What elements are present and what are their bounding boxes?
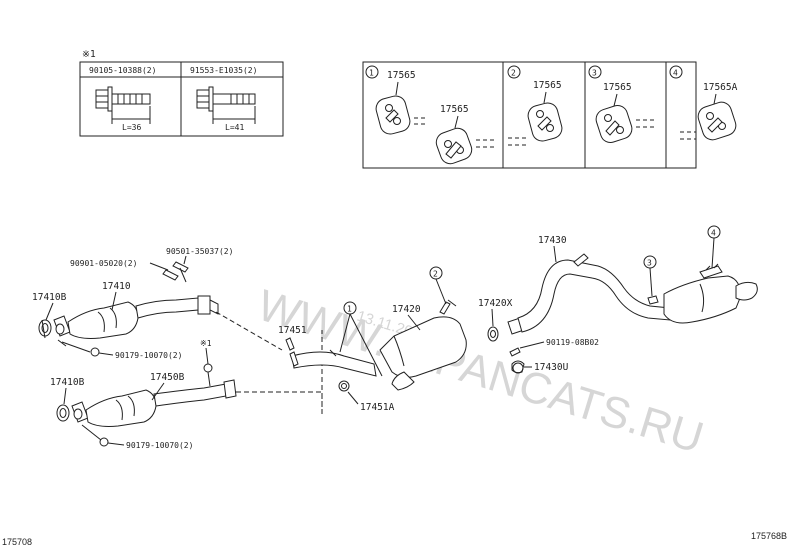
center-exhaust-pipe-17420 [289,299,467,392]
footer-right-code: 175768B [751,531,788,541]
hanger-ref-4: 4 [673,69,678,78]
callout-ref-1: 1 [347,305,352,314]
callout-17410B: 17410B [32,292,67,303]
callout-ref-2: 2 [433,270,438,279]
gasket-icon [285,337,295,351]
rubber-hanger-icon [699,265,723,279]
main-muffler-icon [663,275,741,324]
callout-90119-08B02: 90119-08B02 [546,338,599,347]
bolt-icon [162,269,179,281]
callout-90179-10070-top: 90179-10070(2) [115,351,182,360]
flange-icon [223,379,237,399]
flange-bolt-icon [95,86,151,124]
bolt-length-36: L=36 [122,123,141,132]
bolt-length-41: L=41 [225,123,244,132]
bolt-table-note: ※1 [82,49,96,60]
bolt-icon [172,261,189,273]
bolt-part-90105: 90105-10388(2) [89,66,156,75]
hanger-table: 1 17565 17565 2 17565 3 17565 [362,61,738,169]
catalytic-converter-icon [67,301,139,339]
callout-note-mark: ※1 [200,339,212,348]
tail-pipe-assembly-17430 [487,253,758,374]
rubber-hanger-icon [527,102,563,142]
hanger-label-17565A: 17565A [703,82,738,93]
rubber-hanger-icon [375,95,411,135]
bolt-part-91553: 91553-E1035(2) [190,66,257,75]
callout-17430: 17430 [538,235,567,246]
flange-bolt-icon [196,86,256,124]
bolt-icon [509,347,521,357]
hanger-label-17565: 17565 [387,70,416,81]
tail-tip-icon [735,281,758,301]
nut-icon [90,347,100,357]
callout-90901-05020: 90901-05020(2) [70,259,137,268]
callout-17451A: 17451A [360,402,395,413]
nut-icon [99,437,109,447]
rubber-hanger-icon [697,101,737,141]
hanger-label-17565: 17565 [533,80,562,91]
callout-90501-35037: 90501-35037(2) [166,247,233,256]
callout-17420: 17420 [392,304,421,315]
callout-17420X: 17420X [478,298,513,309]
flange-icon [197,295,211,315]
rubber-hanger-icon [435,127,473,165]
hanger-label-17565: 17565 [440,104,469,115]
hanger-ref-3: 3 [592,69,597,78]
hanger-ref-1: 1 [369,69,374,78]
callout-17430U: 17430U [534,362,569,373]
catalytic-converter-icon [85,389,157,427]
rubber-hanger-icon [595,104,633,144]
footer-left-code: 175708 [2,537,33,547]
bolt-icon [203,363,213,373]
bolt-table: ※1 90105-10388(2) 91553-E1035(2) L=36 [79,49,284,137]
hanger-ref-2: 2 [511,69,516,78]
callout-17410B-lower: 17410B [50,377,85,388]
callout-17451: 17451 [278,325,307,336]
exhaust-front-pipe-lower [56,363,237,447]
callout-17450B: 17450B [150,372,185,383]
exhaust-front-pipe-assembly [38,261,219,357]
callout-90179-10070-bottom: 90179-10070(2) [126,441,193,450]
hanger-label-17565: 17565 [603,82,632,93]
callout-17410: 17410 [102,281,131,292]
callout-ref-4: 4 [711,229,716,238]
callout-ref-3: 3 [647,259,652,268]
